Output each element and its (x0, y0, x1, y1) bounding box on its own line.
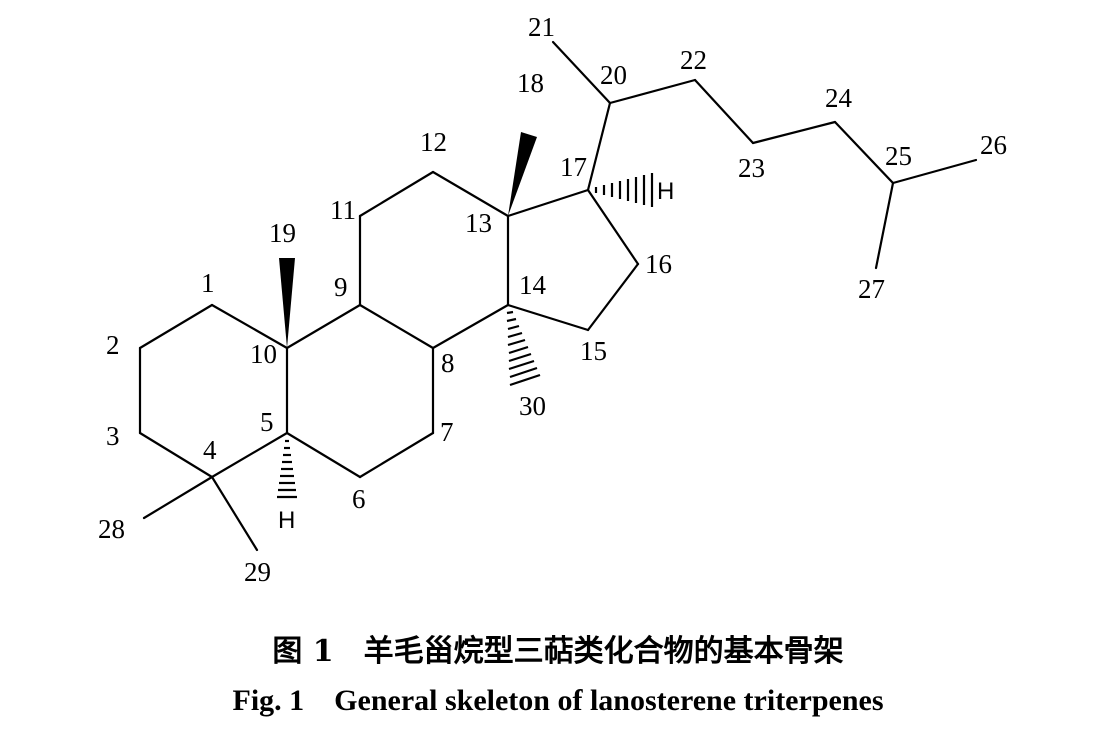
bond-c17-c16 (586, 188, 640, 266)
bond-c9-c10 (285, 303, 362, 350)
hydrogen-label-c5: H (278, 507, 295, 534)
hash-c17-h (594, 173, 654, 207)
wedge-c13-c18 (508, 132, 537, 216)
bond-c20-c22 (608, 78, 697, 105)
hash-c5-h (277, 439, 297, 499)
atom-label-18: 18 (517, 68, 544, 98)
atom-label-29: 29 (244, 557, 271, 587)
atom-label-5: 5 (260, 407, 274, 437)
caption-english-prefix: Fig. 1 (232, 684, 305, 717)
atom-label-8: 8 (441, 348, 455, 378)
atom-label-7: 7 (440, 417, 454, 447)
caption-chinese-text: 羊毛甾烷型三萜类化合物的基本骨架 (363, 634, 844, 669)
bond-c25-c26 (891, 158, 978, 185)
caption-chinese-prefix: 图 1 (272, 634, 334, 669)
figure-panel: 1 2 3 4 5 6 7 8 9 10 11 12 13 14 15 16 1… (70, 0, 1050, 595)
bond-c6-c7 (358, 431, 435, 479)
bond-c1-c2 (138, 303, 214, 350)
atom-label-6: 6 (352, 484, 366, 514)
atom-label-4: 4 (203, 435, 217, 465)
bond-c4-c5 (210, 431, 289, 479)
atom-label-15: 15 (580, 336, 607, 366)
bond-c22-c23 (693, 78, 755, 145)
atom-label-13: 13 (465, 208, 492, 238)
caption-english-text: General skeleton of lanosterene triterpe… (334, 684, 884, 717)
atom-label-30: 30 (519, 391, 546, 421)
bond-c10-c1 (210, 303, 289, 350)
bond-c4-c29 (210, 475, 259, 552)
atom-label-14: 14 (519, 270, 547, 300)
atom-label-21: 21 (528, 12, 555, 42)
atom-label-27: 27 (858, 274, 885, 304)
bond-c15-c14 (506, 303, 590, 332)
wedge-c10-c19 (279, 258, 295, 348)
atom-label-10: 10 (250, 339, 277, 369)
atom-label-17: 17 (560, 152, 587, 182)
caption-english: Fig. 1 General skeleton of lanosterene tr… (0, 684, 1116, 718)
atom-label-2: 2 (106, 330, 120, 360)
bond-c25-c27 (874, 181, 895, 270)
atom-label-28: 28 (98, 514, 125, 544)
atom-label-24: 24 (825, 83, 853, 113)
bond-c23-c24 (751, 120, 837, 145)
atom-label-20: 20 (600, 60, 627, 90)
atom-label-23: 23 (738, 153, 765, 183)
atom-label-19: 19 (269, 218, 296, 248)
lanostane-skeleton-diagram: 1 2 3 4 5 6 7 8 9 10 11 12 13 14 15 16 1… (98, 12, 1007, 587)
bond-c4-c28 (142, 475, 214, 520)
bond-c8-c9 (358, 303, 435, 350)
bond-c3-c4 (138, 431, 214, 479)
bond-c14-c8 (431, 303, 510, 350)
caption-chinese: 图 1 羊毛甾烷型三萜类化合物的基本骨架 (0, 626, 1116, 670)
bond-c12-c13 (431, 170, 510, 218)
atom-label-3: 3 (106, 421, 120, 451)
bond-c20-c21 (551, 40, 612, 105)
bond-c5-c6 (285, 431, 362, 479)
bond-c16-c15 (586, 262, 640, 332)
bond-c17-c20 (586, 101, 612, 192)
atom-label-22: 22 (680, 45, 707, 75)
hydrogen-label-c17: H (657, 178, 674, 205)
atom-label-11: 11 (330, 195, 356, 225)
bond-c24-c25 (833, 120, 895, 185)
bond-c13-c17 (506, 188, 590, 218)
atom-label-16: 16 (645, 249, 672, 279)
atom-label-25: 25 (885, 141, 912, 171)
bond-c11-c12 (358, 170, 435, 218)
atom-label-12: 12 (420, 127, 447, 157)
hash-c14-c30 (506, 310, 541, 387)
atom-label-26: 26 (980, 130, 1007, 160)
atom-label-1: 1 (201, 268, 215, 298)
atom-label-9: 9 (334, 272, 348, 302)
